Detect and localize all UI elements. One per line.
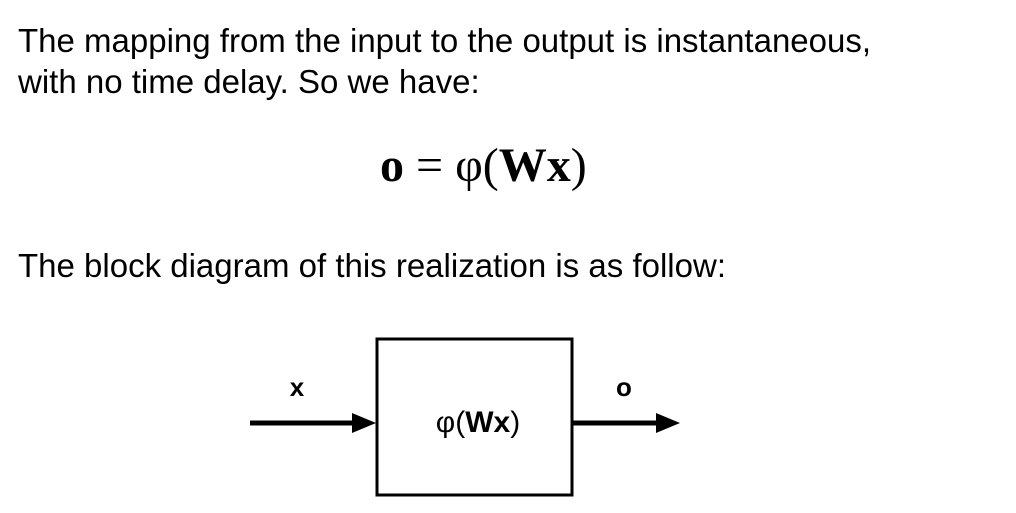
block-function-phi: φ( — [436, 406, 465, 439]
processing-block — [375, 337, 574, 497]
intro-paragraph: The mapping from the input to the output… — [18, 20, 871, 102]
equation: o=φ(Wx) — [380, 138, 587, 194]
equation-output: o — [380, 139, 404, 192]
block-function-wx: Wx — [465, 406, 510, 439]
output-arrow-head — [656, 413, 680, 433]
equation-input-vector: x — [546, 139, 571, 192]
intro-line-1: The mapping from the input to the output… — [18, 22, 872, 59]
equation-open-paren: ( — [482, 139, 499, 192]
input-arrow-head — [352, 413, 376, 433]
output-label: o — [616, 372, 632, 402]
equation-equals: = — [416, 139, 444, 192]
input-label: x — [290, 372, 305, 402]
block-function-label: φ(Wx) — [436, 406, 520, 439]
equation-close-paren: ) — [570, 139, 587, 192]
block-diagram-intro: The block diagram of this realization is… — [18, 247, 726, 284]
equation-phi: φ — [455, 139, 483, 192]
equation-weight-matrix: W — [498, 139, 547, 192]
block-function-close: ) — [510, 406, 520, 439]
intro-line-2: with no time delay. So we have: — [18, 63, 480, 100]
